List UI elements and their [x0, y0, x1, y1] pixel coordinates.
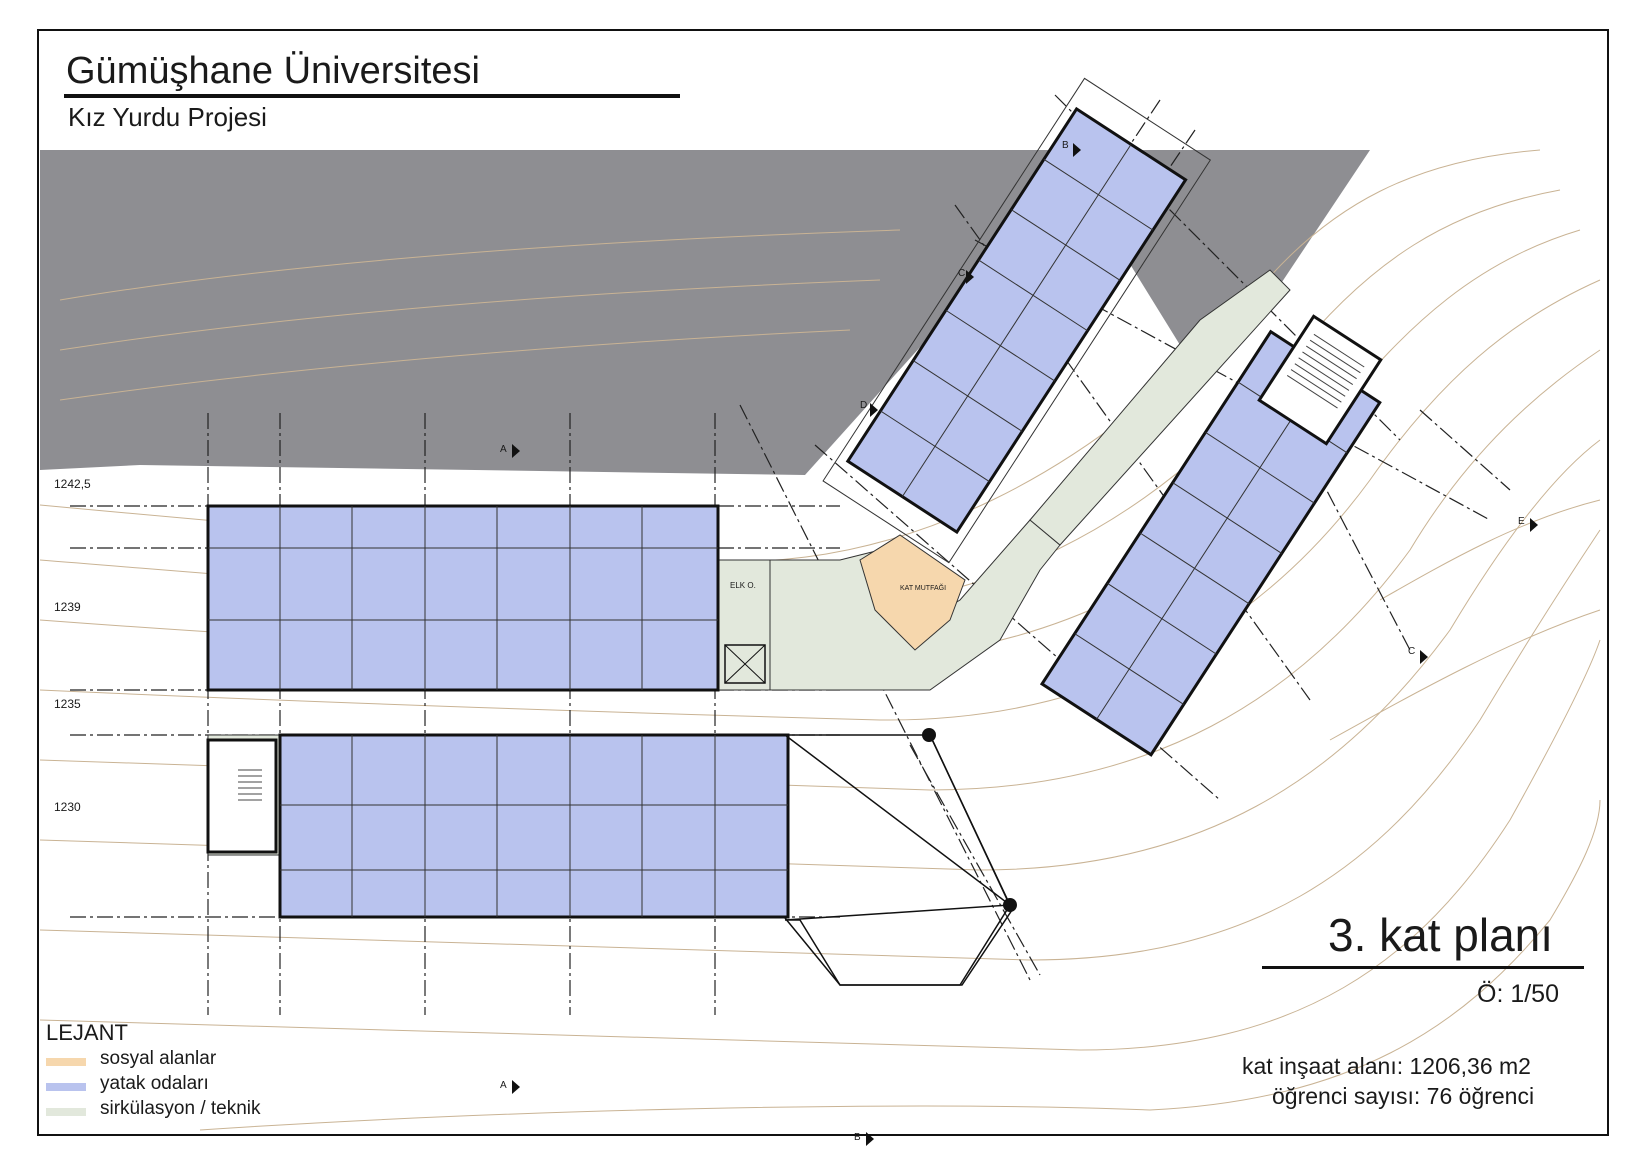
room-label-kitchen: KAT MUTFAĞI: [900, 585, 947, 592]
sheet-subtitle: Kız Yurdu Projesi: [68, 102, 267, 132]
terrace-edge: [784, 734, 1013, 986]
plan-title: 3. kat planı: [1328, 909, 1554, 961]
level-label: 1230: [54, 800, 81, 814]
floor-area: kat inşaat alanı: 1206,36 m2: [1242, 1053, 1531, 1079]
section-mark-label: C: [958, 268, 966, 279]
section-mark-label: A: [500, 444, 507, 455]
section-mark-arrows: [512, 143, 1538, 1146]
room-label-electrical: ELK O.: [730, 581, 756, 590]
level-label: 1242,5: [54, 477, 91, 491]
elevator-shaft: [724, 644, 766, 684]
legend-swatch: [46, 1058, 86, 1066]
stair-northeast: [1257, 314, 1383, 446]
section-mark-label: A: [500, 1080, 507, 1091]
sheet-border: [37, 29, 1609, 1136]
legend-label: sosyal alanlar: [100, 1048, 217, 1069]
rotated-wing-upper: [822, 77, 1212, 564]
title-underline: [64, 94, 680, 98]
student-count: öğrenci sayısı: 76 öğrenci: [1272, 1083, 1535, 1109]
column-marker: [922, 728, 936, 742]
legend-swatch: [46, 1083, 86, 1091]
column-marker: [1003, 898, 1017, 912]
stair-southwest: [206, 738, 278, 854]
section-mark-label: C: [1408, 646, 1416, 657]
legend-swatch: [46, 1108, 86, 1116]
level-label: 1239: [54, 600, 81, 614]
plan-title-underline: [1262, 966, 1584, 969]
section-mark-label: D: [860, 400, 868, 411]
social-area-kitchen: [859, 534, 966, 651]
legend-title: LEJANT: [46, 1020, 128, 1045]
terrain-mass: [40, 150, 1370, 475]
bedroom-block-north: [206, 504, 720, 692]
legend-label: yatak odaları: [100, 1073, 209, 1094]
legend-label: sirkülasyon / teknik: [100, 1098, 261, 1119]
plan-scale: Ö: 1/50: [1477, 980, 1559, 1008]
bedroom-block-south: [278, 733, 790, 919]
level-label: 1235: [54, 697, 81, 711]
section-mark-label: E: [1518, 516, 1525, 527]
sheet-title: Gümüşhane Üniversitesi: [66, 50, 480, 92]
section-mark-label: B: [1062, 140, 1069, 151]
section-mark-label: B: [854, 1132, 861, 1143]
terrace-outline: [782, 734, 1012, 986]
